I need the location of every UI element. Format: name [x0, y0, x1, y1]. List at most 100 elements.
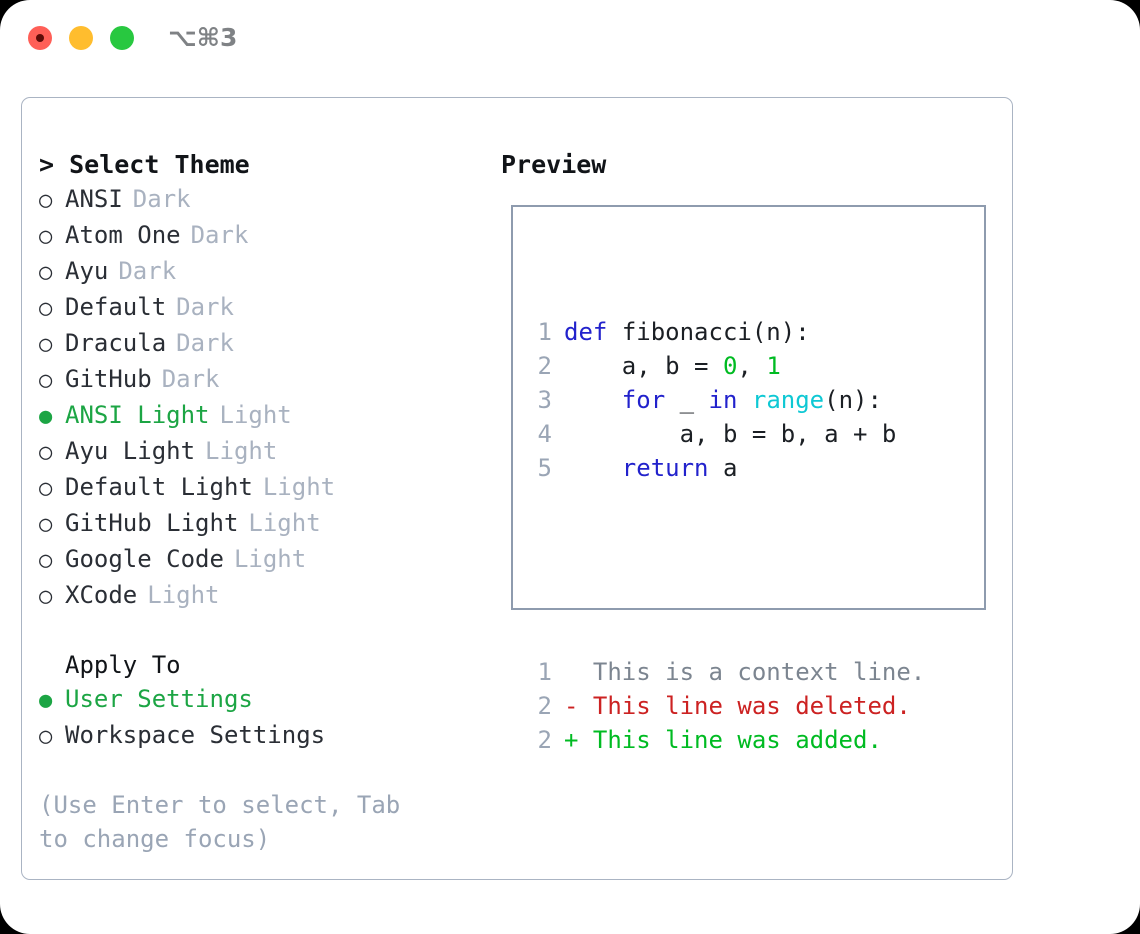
apply-to-option-user-settings[interactable]: ●User Settings: [39, 682, 479, 718]
theme-name: Dracula: [65, 329, 167, 357]
radio-unselected-icon: ○: [39, 584, 53, 609]
code-token-plain: [564, 454, 622, 482]
theme-variant-badge: Light: [219, 401, 292, 429]
diff-line: 2+ This line was added.: [526, 723, 925, 757]
theme-option-dracula[interactable]: ○ Dracula Dark: [39, 326, 479, 362]
radio-unselected-icon: ○: [39, 224, 53, 249]
code-token-plain: a, b =: [564, 352, 723, 380]
theme-name: Ayu: [65, 257, 109, 285]
line-number: 5: [537, 454, 552, 482]
radio-selected-icon: ●: [39, 688, 53, 713]
theme-variant-badge: Dark: [161, 365, 220, 393]
code-token-num: 1: [766, 352, 781, 380]
diff-sample: 1 This is a context line.2- This line wa…: [526, 655, 926, 757]
close-light-icon[interactable]: [28, 26, 52, 50]
maximize-light-icon[interactable]: [110, 26, 134, 50]
theme-variant-badge: Light: [147, 581, 220, 609]
code-token-kw: for: [621, 386, 666, 414]
theme-variant-badge: Light: [248, 509, 321, 537]
diff-line-text: This line was deleted.: [578, 692, 911, 720]
line-number: 3: [537, 386, 552, 414]
code-token-plain: ,: [737, 352, 767, 380]
title-bar: ⌥⌘3: [0, 0, 1140, 78]
code-line-text: for _ in range(n):: [564, 383, 882, 417]
code-token-plain: fibonacci(n):: [621, 318, 810, 346]
radio-unselected-icon: ○: [39, 476, 53, 501]
apply-to-title: Apply To: [65, 651, 181, 679]
code-token-kw: def: [564, 318, 608, 346]
code-line: 2 a, b = 0, 1: [526, 349, 925, 383]
theme-option-google-code[interactable]: ○ Google Code Light: [39, 542, 479, 578]
radio-unselected-icon: ○: [39, 296, 53, 321]
diff-line: 2- This line was deleted.: [526, 689, 925, 723]
preview-title: Preview: [501, 150, 607, 179]
code-line-text: return a: [564, 451, 738, 485]
keyboard-hint: (Use Enter to select, Tab to change focu…: [39, 791, 415, 853]
theme-name: Google Code: [65, 545, 224, 573]
code-token-fn: range: [751, 386, 825, 414]
minimize-light-icon[interactable]: [69, 26, 93, 50]
theme-name: Default: [65, 293, 167, 321]
theme-option-ayu-light[interactable]: ○ Ayu Light Light: [39, 434, 479, 470]
radio-unselected-icon: ○: [39, 188, 53, 213]
code-token-plain: _: [665, 386, 709, 414]
code-token-num: 0: [722, 352, 738, 380]
theme-option-github-light[interactable]: ○ GitHub Light Light: [39, 506, 479, 542]
code-line: 4 a, b = b, a + b: [526, 417, 925, 451]
code-token-kw: in: [708, 386, 738, 414]
theme-variant-badge: Light: [262, 473, 336, 501]
radio-unselected-icon: ○: [39, 332, 53, 357]
line-number: 1: [537, 318, 552, 346]
theme-variant-badge: Dark: [118, 257, 177, 285]
theme-name: Ayu Light: [65, 437, 196, 465]
apply-to-option-workspace-settings[interactable]: ○Workspace Settings: [39, 718, 479, 754]
theme-variant-badge: Dark: [132, 185, 191, 213]
theme-variant-badge: Light: [233, 545, 307, 573]
code-token-kw: return: [621, 454, 709, 482]
code-line: 1 def fibonacci(n):: [526, 315, 925, 349]
theme-option-default-light[interactable]: ○ Default Light Light: [39, 470, 479, 506]
theme-option-github[interactable]: ○ GitHub Dark: [39, 362, 479, 398]
radio-unselected-icon: ○: [39, 548, 53, 573]
radio-unselected-icon: ○: [39, 440, 53, 465]
theme-name: Default Light: [65, 473, 253, 501]
code-token-plain: a, b = b, a + b: [564, 420, 897, 448]
theme-variant-badge: Dark: [176, 293, 234, 321]
diff-sign: -: [564, 692, 579, 720]
theme-variant-badge: Dark: [176, 329, 234, 357]
theme-name: GitHub: [65, 365, 152, 393]
code-line-text: def fibonacci(n):: [564, 315, 810, 349]
diff-sign: +: [564, 726, 579, 754]
theme-variant-badge: Light: [205, 437, 278, 465]
line-number: 2: [537, 352, 552, 380]
theme-name: Atom One: [65, 221, 181, 249]
radio-unselected-icon: ○: [39, 724, 53, 749]
diff-line-text: This line was added.: [578, 726, 882, 754]
line-number: 2: [537, 692, 552, 720]
radio-unselected-icon: ○: [39, 512, 53, 537]
theme-option-ansi-light[interactable]: ● ANSI Light Light: [39, 398, 479, 434]
theme-option-default[interactable]: ○ Default Dark: [39, 290, 479, 326]
radio-unselected-icon: ○: [39, 368, 53, 393]
radio-selected-icon: ●: [39, 404, 53, 429]
theme-name: ANSI Light: [65, 401, 210, 429]
theme-name: GitHub Light: [65, 509, 239, 537]
code-token-plain: [607, 318, 621, 346]
code-diff-spacer: [526, 553, 925, 587]
window-controls: [28, 26, 134, 50]
line-number: 1: [537, 658, 552, 686]
apply-to-list: ●User Settings○Workspace Settings: [39, 682, 479, 754]
diff-line: 1 This is a context line.: [526, 655, 926, 689]
